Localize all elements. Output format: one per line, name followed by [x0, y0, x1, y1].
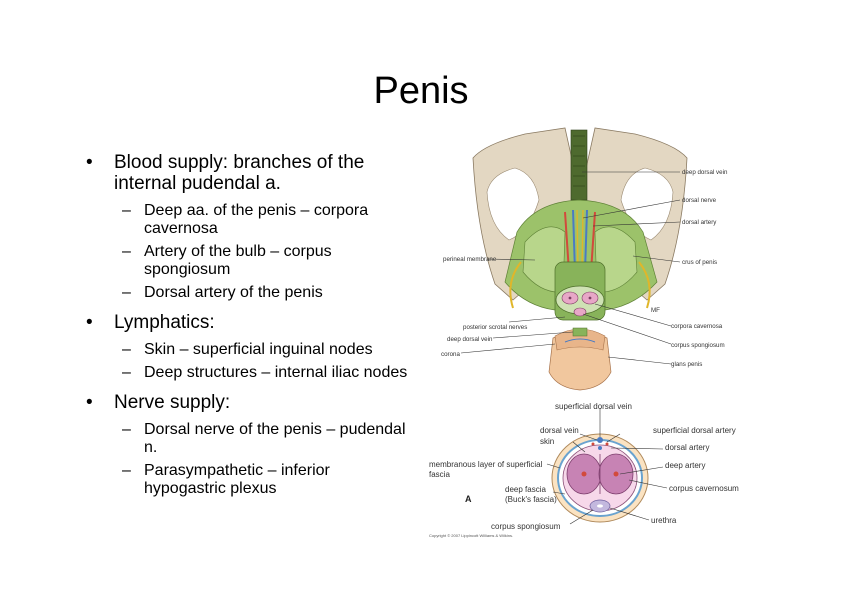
anatomy-figure: deep dorsal vein dorsal nerve dorsal art…	[429, 127, 739, 538]
cross-section-illustration: superficial dorsal vein dorsal vein supe…	[429, 402, 739, 538]
label-corona: corona	[441, 351, 460, 358]
label-dorsal-nerve: dorsal nerve	[682, 197, 717, 204]
label-posterior-scrotal-nerves: posterior scrotal nerves	[463, 324, 527, 331]
sub-item: Parasympathetic – inferior hypogastric p…	[120, 462, 416, 498]
sub-item: Dorsal nerve of the penis – pudendal n.	[120, 421, 416, 457]
sub-item: Deep structures – internal iliac nodes	[120, 364, 416, 382]
label-dorsal-vein: dorsal vein	[540, 426, 579, 435]
label-skin: skin	[540, 437, 554, 446]
label-mf: MF	[651, 307, 660, 314]
label-perineal-membrane: perineal membrane	[443, 256, 497, 263]
bullet-blood-supply: Blood supply: branches of the internal p…	[86, 152, 416, 194]
sub-list-lymphatics: Skin – superficial inguinal nodes Deep s…	[120, 341, 416, 382]
perineum-illustration: deep dorsal vein dorsal nerve dorsal art…	[441, 127, 728, 391]
label-deep-fascia-1: deep fascia	[505, 485, 546, 494]
label-corpora-cavernosa: corpora cavernosa	[671, 323, 723, 330]
label-urethra: urethra	[651, 516, 677, 525]
label-corpus-spongiosum-top: corpus spongiosum	[671, 342, 725, 349]
label-membranous-layer-1: membranous layer of superficial	[429, 460, 543, 469]
sub-item: Skin – superficial inguinal nodes	[120, 341, 416, 359]
sub-item: Deep aa. of the penis – corpora cavernos…	[120, 202, 416, 238]
bullet-lymphatics: Lymphatics:	[86, 312, 416, 333]
sub-item: Dorsal artery of the penis	[120, 284, 416, 302]
label-deep-dorsal-vein: deep dorsal vein	[682, 169, 728, 176]
label-superficial-dorsal-vein: superficial dorsal vein	[555, 402, 632, 411]
sub-item: Artery of the bulb – corpus spongiosum	[120, 243, 416, 279]
label-glans-penis: glans penis	[671, 361, 702, 368]
label-deep-dorsal-vein-2: deep dorsal vein	[447, 336, 493, 343]
label-corpus-spongiosum-bottom: corpus spongiosum	[491, 522, 561, 531]
label-corpus-cavernosum: corpus cavernosum	[669, 484, 739, 493]
slide-title: Penis	[373, 70, 469, 112]
label-deep-artery: deep artery	[665, 461, 705, 470]
panel-letter: A	[465, 494, 472, 504]
copyright-notice: Copyright © 2007 Lippincott Williams & W…	[429, 533, 513, 538]
label-dorsal-artery-bottom: dorsal artery	[665, 443, 709, 452]
label-deep-fascia-2: (Buck's fascia)	[505, 495, 557, 504]
label-superficial-dorsal-artery: superficial dorsal artery	[653, 426, 736, 435]
sub-list-nerve-supply: Dorsal nerve of the penis – pudendal n. …	[120, 421, 416, 498]
label-membranous-layer-2: fascia	[429, 470, 450, 479]
label-dorsal-artery: dorsal artery	[682, 219, 717, 226]
bullet-list: Blood supply: branches of the internal p…	[86, 152, 416, 508]
bullet-nerve-supply: Nerve supply:	[86, 392, 416, 413]
label-crus-of-penis: crus of penis	[682, 259, 717, 266]
sub-list-blood-supply: Deep aa. of the penis – corpora cavernos…	[120, 202, 416, 302]
